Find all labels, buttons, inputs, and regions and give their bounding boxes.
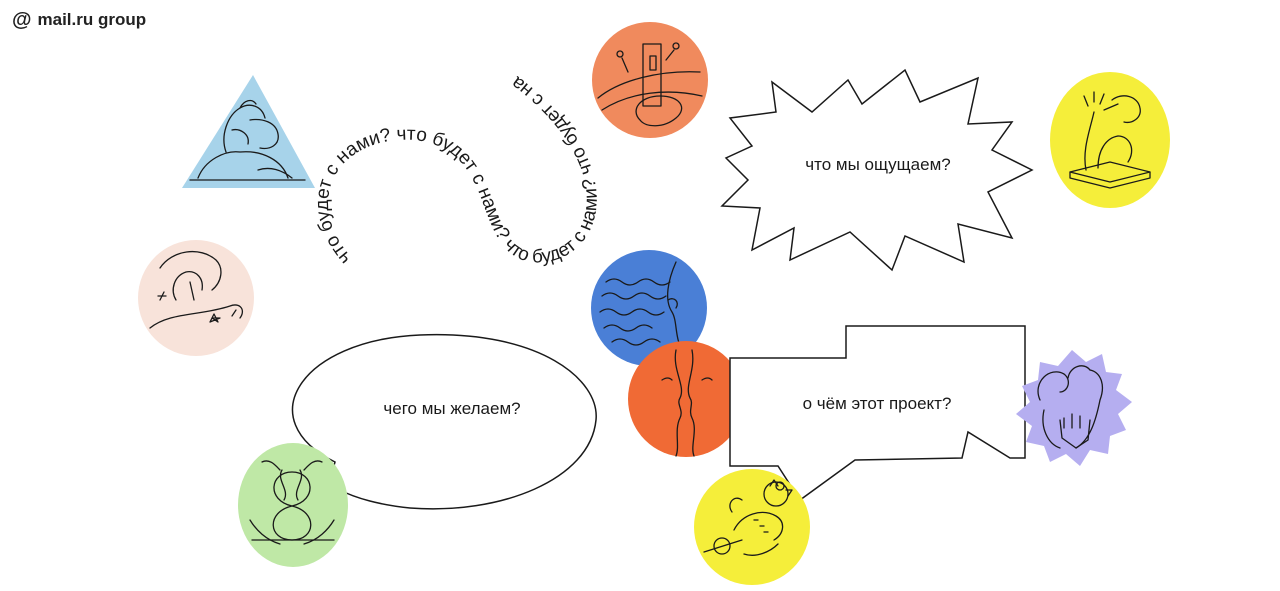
hand-touch-icon: [138, 240, 254, 356]
waving-hand-icon: [1016, 350, 1132, 466]
hands-infinity-icon: [238, 443, 348, 567]
orange-circle: [592, 22, 708, 138]
red-orange-circle: [628, 341, 744, 457]
brand-name: mail.ru group: [37, 10, 147, 29]
about-bubble[interactable]: о чём этот проект?: [729, 325, 1026, 502]
about-bubble-text: о чём этот проект?: [803, 394, 952, 413]
at-symbol-icon: @: [12, 9, 32, 31]
wave-text-3: что будет с нами?: [499, 177, 602, 268]
yellow-circle-bottom: [694, 469, 810, 585]
feel-bubble[interactable]: что мы ощущаем?: [720, 68, 1034, 272]
wave-text-1: что будет с нами?: [312, 125, 393, 268]
peach-circle: [138, 240, 254, 356]
wave-text: что будет с нами? что будет с нами? что …: [0, 0, 602, 268]
spiky-bubble-shape: [720, 68, 1034, 272]
rect-bubble-shape: [729, 325, 1026, 502]
feel-bubble-text: что мы ощущаем?: [805, 155, 950, 174]
waves-face-icon: [591, 250, 707, 366]
green-oval: [238, 443, 348, 567]
hugging-figure-icon: [182, 75, 315, 188]
wave-text-4: что будет с нами?: [0, 0, 598, 177]
oval-bubble-shape: [291, 333, 597, 510]
door-road-icon: [592, 22, 708, 138]
kissing-faces-icon: [628, 341, 744, 457]
desire-bubble[interactable]: чего мы желаем?: [291, 333, 597, 510]
triangle-shape: [182, 75, 315, 188]
lavender-starburst: [1016, 350, 1132, 466]
brand-logo[interactable]: @ mail.ru group: [12, 10, 146, 30]
hands-gears-icon: [694, 469, 810, 585]
kneeling-figure-icon: [1050, 72, 1170, 208]
desire-bubble-text: чего мы желаем?: [383, 399, 520, 418]
wave-text-2: что будет с нами?: [396, 124, 514, 244]
